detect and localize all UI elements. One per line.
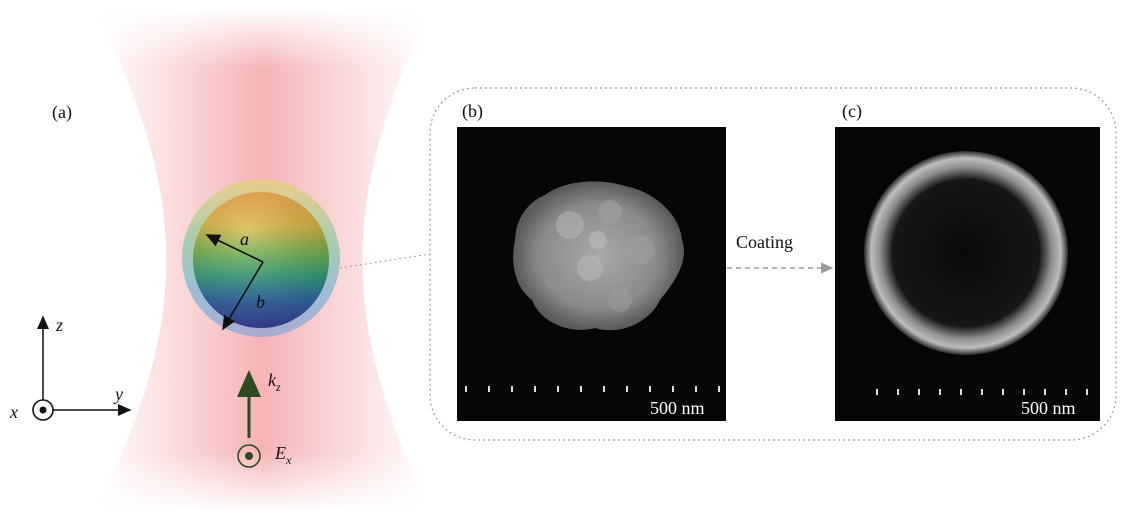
radius-a-arrow <box>205 234 264 263</box>
k-label: kz <box>268 370 281 394</box>
sem-frame <box>429 87 1117 441</box>
radius-b-label: b <box>256 292 265 312</box>
scale-label-c: 500 nm <box>1021 398 1076 418</box>
e-field-symbol <box>237 444 261 468</box>
zoom-connector <box>339 253 431 269</box>
x-axis-label: x <box>9 402 18 422</box>
radius-a-label: a <box>240 229 249 249</box>
coating-label: Coating <box>736 232 793 252</box>
radius-b-arrow <box>222 261 264 331</box>
panel-c-label: (c) <box>842 101 862 122</box>
rough-core-particle <box>513 181 684 331</box>
z-axis-label: z <box>55 315 63 335</box>
scale-ticks-b <box>465 386 720 392</box>
panel-a-label: (a) <box>52 102 72 123</box>
sem-image-b: 500 nm <box>457 127 726 421</box>
e-label: Ex <box>274 443 292 467</box>
panel-b-label: (b) <box>462 101 483 122</box>
scale-ticks-c <box>876 389 1088 395</box>
y-axis-label: y <box>113 384 123 404</box>
coated-shell-particle <box>864 151 1068 355</box>
scale-label-b: 500 nm <box>650 398 705 418</box>
wave-annotations: kz Ex <box>237 370 292 468</box>
sem-image-c: 500 nm <box>835 127 1100 421</box>
coordinate-axes: z y x <box>9 315 132 422</box>
core-shell-particle: a b <box>182 179 340 337</box>
